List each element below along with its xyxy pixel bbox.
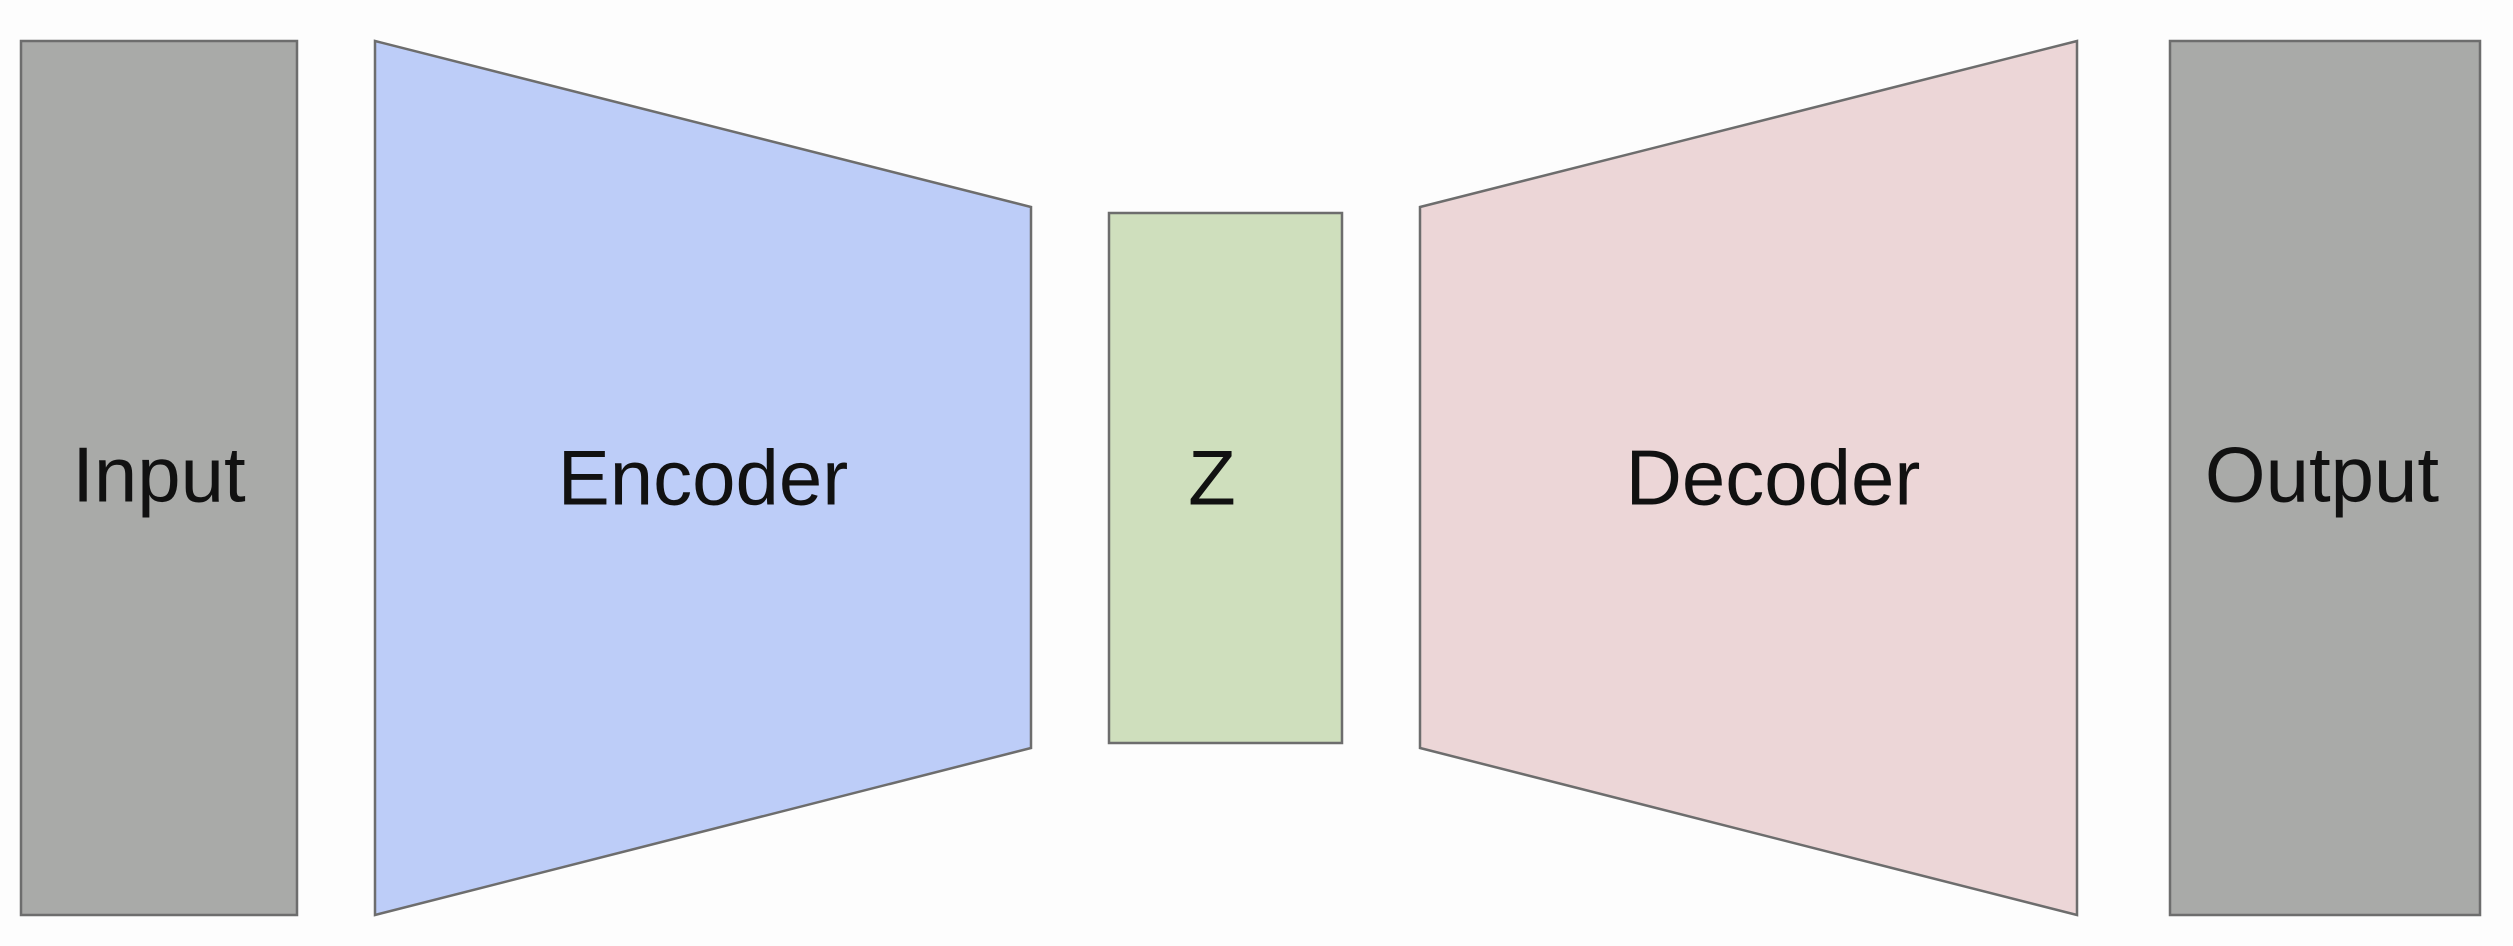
encoder-block: Encoder [373,39,1033,917]
latent-block: Z [1107,211,1344,745]
input-block-shape [19,39,299,917]
output-block: Output [2168,39,2482,917]
latent-label: Z [1188,434,1236,522]
output-label: Output [2205,431,2439,519]
encoder-label: Encoder [558,434,849,522]
encoder-block-shape [373,39,1033,917]
decoder-block-shape [1418,39,2079,917]
decoder-block: Decoder [1418,39,2079,917]
latent-block-shape [1107,211,1344,745]
decoder-label: Decoder [1626,434,1921,522]
input-label: Input [72,431,246,519]
input-block: Input [19,39,299,917]
output-block-shape [2168,39,2482,917]
